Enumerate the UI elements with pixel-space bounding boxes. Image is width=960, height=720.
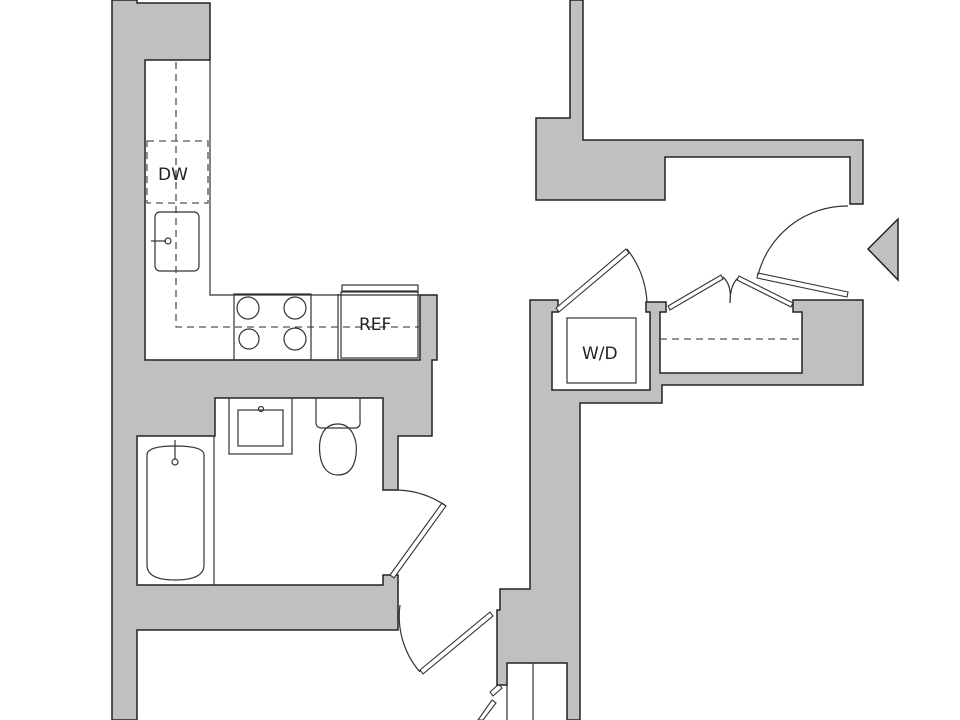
refrigerator-door xyxy=(341,284,419,292)
laundry-door-swing xyxy=(626,248,648,303)
bathtub xyxy=(136,435,215,586)
bathroom-sink-counter xyxy=(228,397,293,455)
entry-door-swing xyxy=(757,205,849,276)
wall-right xyxy=(496,299,864,720)
bathroom-faucet-icon xyxy=(257,405,265,413)
bathroom-sink xyxy=(237,409,284,447)
hall-door-swing xyxy=(398,604,421,673)
dishwasher-label: DW xyxy=(158,165,188,185)
burner-icon xyxy=(283,327,307,351)
washer-dryer-label: W/D xyxy=(582,344,618,364)
stove xyxy=(233,293,312,361)
burner-icon xyxy=(238,328,260,350)
entry-door[interactable] xyxy=(756,272,849,298)
closet-bifold-door-left[interactable] xyxy=(667,274,724,311)
bathroom-door-swing xyxy=(397,489,447,507)
entry-arrow-icon xyxy=(866,217,899,282)
bathtub-drain-icon xyxy=(171,458,179,466)
burner-icon xyxy=(236,296,260,320)
refrigerator xyxy=(340,291,419,359)
lower-door[interactable] xyxy=(477,683,503,720)
laundry-door[interactable] xyxy=(555,248,630,313)
refrigerator-label: REF xyxy=(359,315,391,335)
bathroom-door[interactable] xyxy=(389,502,447,579)
counter-centerline xyxy=(175,62,420,328)
bathtub-basin xyxy=(146,445,205,581)
burner-icon xyxy=(283,296,307,320)
dishwasher xyxy=(146,140,209,204)
washer-dryer xyxy=(566,317,637,384)
hall-door[interactable] xyxy=(419,611,494,675)
toilet xyxy=(315,397,361,476)
wall-top-right xyxy=(535,0,864,205)
kitchen-counter xyxy=(144,59,421,361)
bifold-swing xyxy=(722,276,739,304)
